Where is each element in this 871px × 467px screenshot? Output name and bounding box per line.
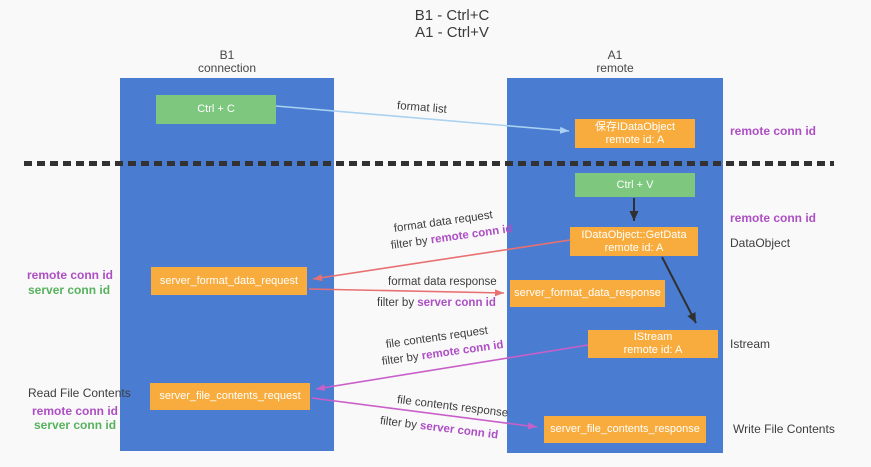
node-server-format-data-request-label: server_format_data_request bbox=[159, 274, 299, 287]
lane-a1-name: A1 bbox=[607, 48, 623, 62]
node-idataobject-getdata-line1: IDataObject::GetData bbox=[581, 228, 687, 241]
node-istream-line1: IStream bbox=[633, 331, 673, 343]
node-ctrl-v-label: Ctrl + V bbox=[616, 178, 654, 191]
node-istream-line2: remote id: A bbox=[623, 344, 683, 356]
filter-by-text: filter by bbox=[381, 350, 423, 368]
title-line-b1: B1 - Ctrl+C bbox=[414, 7, 490, 24]
label-read-file-contents: Read File Contents bbox=[28, 386, 131, 400]
node-idataobject-getdata: IDataObject::GetData remote id: A bbox=[570, 227, 698, 256]
label-remote-conn-id-mid-right: remote conn id bbox=[730, 211, 817, 225]
label-remote-conn-id-mid-left: remote conn id bbox=[27, 268, 114, 282]
node-server-format-data-request: server_format_data_request bbox=[151, 267, 307, 295]
label-write-file-contents: Write File Contents bbox=[733, 422, 835, 436]
node-ctrl-c-label: Ctrl + C bbox=[197, 103, 235, 115]
node-istream: IStream remote id: A bbox=[588, 330, 718, 358]
node-save-idataobject: 保存IDataObject remote id: A bbox=[575, 119, 695, 148]
lane-a1-role: remote bbox=[596, 61, 634, 75]
label-dataobject: DataObject bbox=[730, 236, 791, 250]
lane-b1-name: B1 bbox=[219, 48, 235, 62]
edge-label-format-data-response: format data response bbox=[388, 276, 497, 289]
edge-label-file-contents-response-text: file contents response bbox=[396, 394, 509, 420]
filter-key-server-conn-id: server conn id bbox=[417, 297, 496, 309]
label-remote-conn-id-top-right: remote conn id bbox=[730, 124, 817, 138]
lane-header-a1: A1 remote bbox=[507, 49, 723, 75]
node-server-file-contents-response-label: server_file_contents_response bbox=[550, 423, 700, 435]
edge-label-file-contents-response: file contents response bbox=[396, 394, 509, 421]
node-server-file-contents-request: server_file_contents_request bbox=[150, 383, 310, 410]
node-ctrl-v: Ctrl + V bbox=[575, 173, 695, 197]
filter-by-text: filter by bbox=[377, 297, 418, 309]
label-remote-conn-id-bottom-left: remote conn id bbox=[32, 404, 119, 418]
label-server-conn-id-bottom-left: server conn id bbox=[34, 418, 117, 432]
filter-by-text: filter by bbox=[390, 234, 432, 252]
filter-key-server-conn-id: server conn id bbox=[419, 419, 499, 442]
title-line-a1: A1 - Ctrl+V bbox=[415, 24, 489, 41]
edge-label-format-list: format list bbox=[396, 100, 448, 116]
node-server-format-data-response: server_format_data_response bbox=[510, 280, 665, 307]
diagram-title: B1 - Ctrl+C A1 - Ctrl+V bbox=[352, 7, 552, 41]
label-istream: Istream bbox=[730, 337, 771, 351]
node-save-idataobject-line2: remote id: A bbox=[605, 133, 665, 146]
node-server-file-contents-request-label: server_file_contents_request bbox=[159, 390, 301, 402]
lane-b1-role: connection bbox=[197, 61, 257, 75]
arrow-format-data-response bbox=[308, 288, 505, 297]
edge-label-format-data-response-text: format data response bbox=[388, 276, 497, 288]
filter-by-text: filter by bbox=[379, 415, 421, 432]
edge-label-format-response-filter: filter by server conn id bbox=[377, 297, 496, 310]
section-divider-dashed-line bbox=[24, 161, 834, 166]
node-ctrl-c: Ctrl + C bbox=[156, 95, 276, 124]
node-idataobject-getdata-line2: remote id: A bbox=[604, 241, 664, 254]
node-server-format-data-response-label: server_format_data_response bbox=[514, 287, 661, 299]
node-save-idataobject-line1: 保存IDataObject bbox=[594, 120, 676, 133]
label-server-conn-id-mid-left: server conn id bbox=[28, 283, 111, 297]
edge-label-file-response-filter: filter by server conn id bbox=[379, 415, 499, 442]
node-server-file-contents-response: server_file_contents_response bbox=[544, 416, 706, 443]
lane-header-b1: B1 connection bbox=[120, 49, 334, 75]
